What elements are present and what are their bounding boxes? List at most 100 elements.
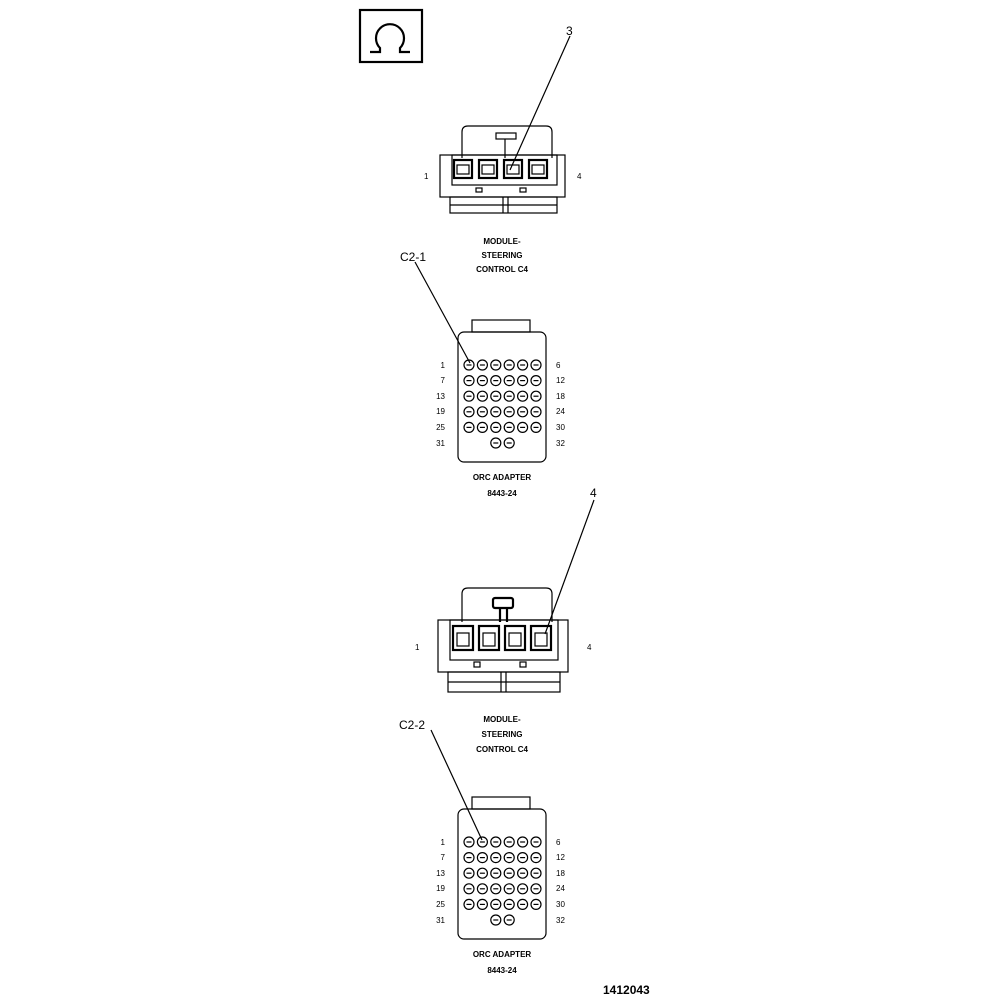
ohm-symbol-box [358, 8, 424, 64]
pin-label-right: 4 [587, 643, 592, 652]
pin-cavity [530, 867, 542, 879]
pin-cavity [530, 421, 542, 433]
pin-cavity [503, 390, 515, 402]
pin-cavity [516, 867, 529, 879]
pin-cavity [463, 390, 475, 402]
leader-line [544, 499, 595, 635]
pin-cavity [503, 421, 515, 433]
pin-cavity [490, 406, 502, 418]
row-labels-right: 6 12 18 24 30 32 [556, 838, 565, 925]
pin-cavity [516, 898, 529, 911]
connector-label-line: STEERING [482, 730, 523, 739]
pin-cavity [516, 406, 529, 418]
pin-cavity [530, 851, 542, 864]
row-label: 25 [436, 423, 445, 432]
row-label: 1 [441, 838, 446, 847]
pin-grid [463, 836, 542, 926]
pin-cavity [463, 836, 475, 848]
pin-cavity [490, 883, 502, 895]
pin-cavity [490, 836, 502, 848]
pin-cavity [516, 359, 529, 371]
connector-label-line: STEERING [482, 251, 523, 260]
pin-cavity [516, 390, 529, 402]
pin-cavity [463, 898, 475, 911]
connector-module-steering-2: 1 4 4 MODULE- STEERING CONTROL C4 [415, 486, 597, 754]
leader-line [509, 35, 571, 171]
pin-cavity [476, 375, 488, 387]
pin-cavity [530, 359, 542, 371]
pin-cavity [530, 898, 542, 911]
connector-label-line: CONTROL C4 [476, 745, 528, 754]
pin-cavity [530, 406, 542, 418]
row-label: 7 [441, 376, 446, 385]
pin-cavity [530, 390, 542, 402]
pin-cavity [490, 375, 502, 387]
pin-cavity [503, 883, 515, 895]
pin-cavity [476, 390, 488, 402]
pin-label-right: 4 [577, 172, 582, 181]
pin-cavity [463, 421, 475, 433]
pin-cavity [490, 851, 502, 864]
pin-cavity [463, 375, 475, 387]
row-label: 32 [556, 916, 565, 925]
row-labels-left: 1 7 13 19 25 31 [436, 361, 445, 448]
row-label: 24 [556, 884, 565, 893]
pin-cavity [503, 898, 515, 911]
row-labels-right: 6 12 18 24 30 32 [556, 361, 565, 448]
row-labels-left: 1 7 13 19 25 31 [436, 838, 445, 925]
callout-label: C2-2 [399, 718, 425, 732]
adapter-label-line: 8443-24 [487, 489, 517, 498]
row-label: 1 [441, 361, 446, 370]
pin-cavity [490, 914, 502, 926]
row-label: 18 [556, 869, 565, 878]
pin-cavity [463, 851, 475, 864]
cavity-row [452, 158, 549, 180]
callout-label: 4 [590, 486, 597, 500]
pin-cavity [476, 851, 488, 864]
connector-module-steering-1: 1 4 3 MODULE- STEERING CONTROL C4 [424, 24, 582, 274]
leader-line [414, 261, 471, 364]
row-label: 6 [556, 361, 561, 370]
pin-cavity [490, 437, 502, 449]
pin-cavity [476, 867, 488, 879]
pin-cavity [476, 359, 488, 371]
row-label: 31 [436, 916, 445, 925]
row-label: 19 [436, 407, 445, 416]
pin-cavity [503, 359, 515, 371]
row-label: 13 [436, 869, 445, 878]
adapter-label-line: ORC ADAPTER [473, 950, 532, 959]
figure-number: 1412043 [603, 983, 650, 997]
pin-cavity [503, 914, 515, 926]
pin-cavity [503, 406, 515, 418]
row-label: 32 [556, 439, 565, 448]
pin-cavity [463, 406, 475, 418]
row-label: 24 [556, 407, 565, 416]
leader-line [430, 729, 483, 841]
row-label: 12 [556, 376, 565, 385]
cavity-row [451, 624, 553, 652]
pin-cavity [490, 359, 502, 371]
pin-cavity [516, 375, 529, 387]
pin-cavity [516, 836, 529, 848]
pin-cavity [530, 836, 542, 848]
pin-cavity [530, 883, 542, 895]
row-label: 30 [556, 423, 565, 432]
row-label: 18 [556, 392, 565, 401]
pin-cavity [476, 883, 488, 895]
row-label: 31 [436, 439, 445, 448]
pin-cavity [503, 867, 515, 879]
pin-grid [463, 359, 542, 449]
adapter-orc-2: 1 7 13 19 25 31 6 12 18 24 30 32 C2-2 OR… [399, 718, 565, 975]
pin-cavity [490, 421, 502, 433]
callout-label: C2-1 [400, 250, 426, 264]
pin-cavity [516, 883, 529, 895]
row-label: 30 [556, 900, 565, 909]
pin-cavity [490, 390, 502, 402]
connector-label-line: MODULE- [483, 237, 521, 246]
pin-cavity [530, 375, 542, 387]
connector-label-line: MODULE- [483, 715, 521, 724]
pin-cavity [503, 437, 515, 449]
connector-label-line: CONTROL C4 [476, 265, 528, 274]
row-label: 19 [436, 884, 445, 893]
